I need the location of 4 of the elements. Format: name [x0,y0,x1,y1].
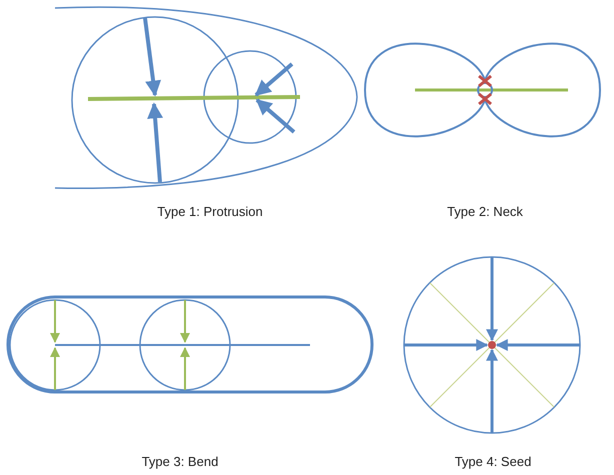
caption: Type 4: Seed [454,454,532,469]
caption: Type 2: Neck [447,204,523,219]
caption: Type 1: Protrusion [157,204,263,219]
caption: Type 3: Bend [142,454,218,469]
